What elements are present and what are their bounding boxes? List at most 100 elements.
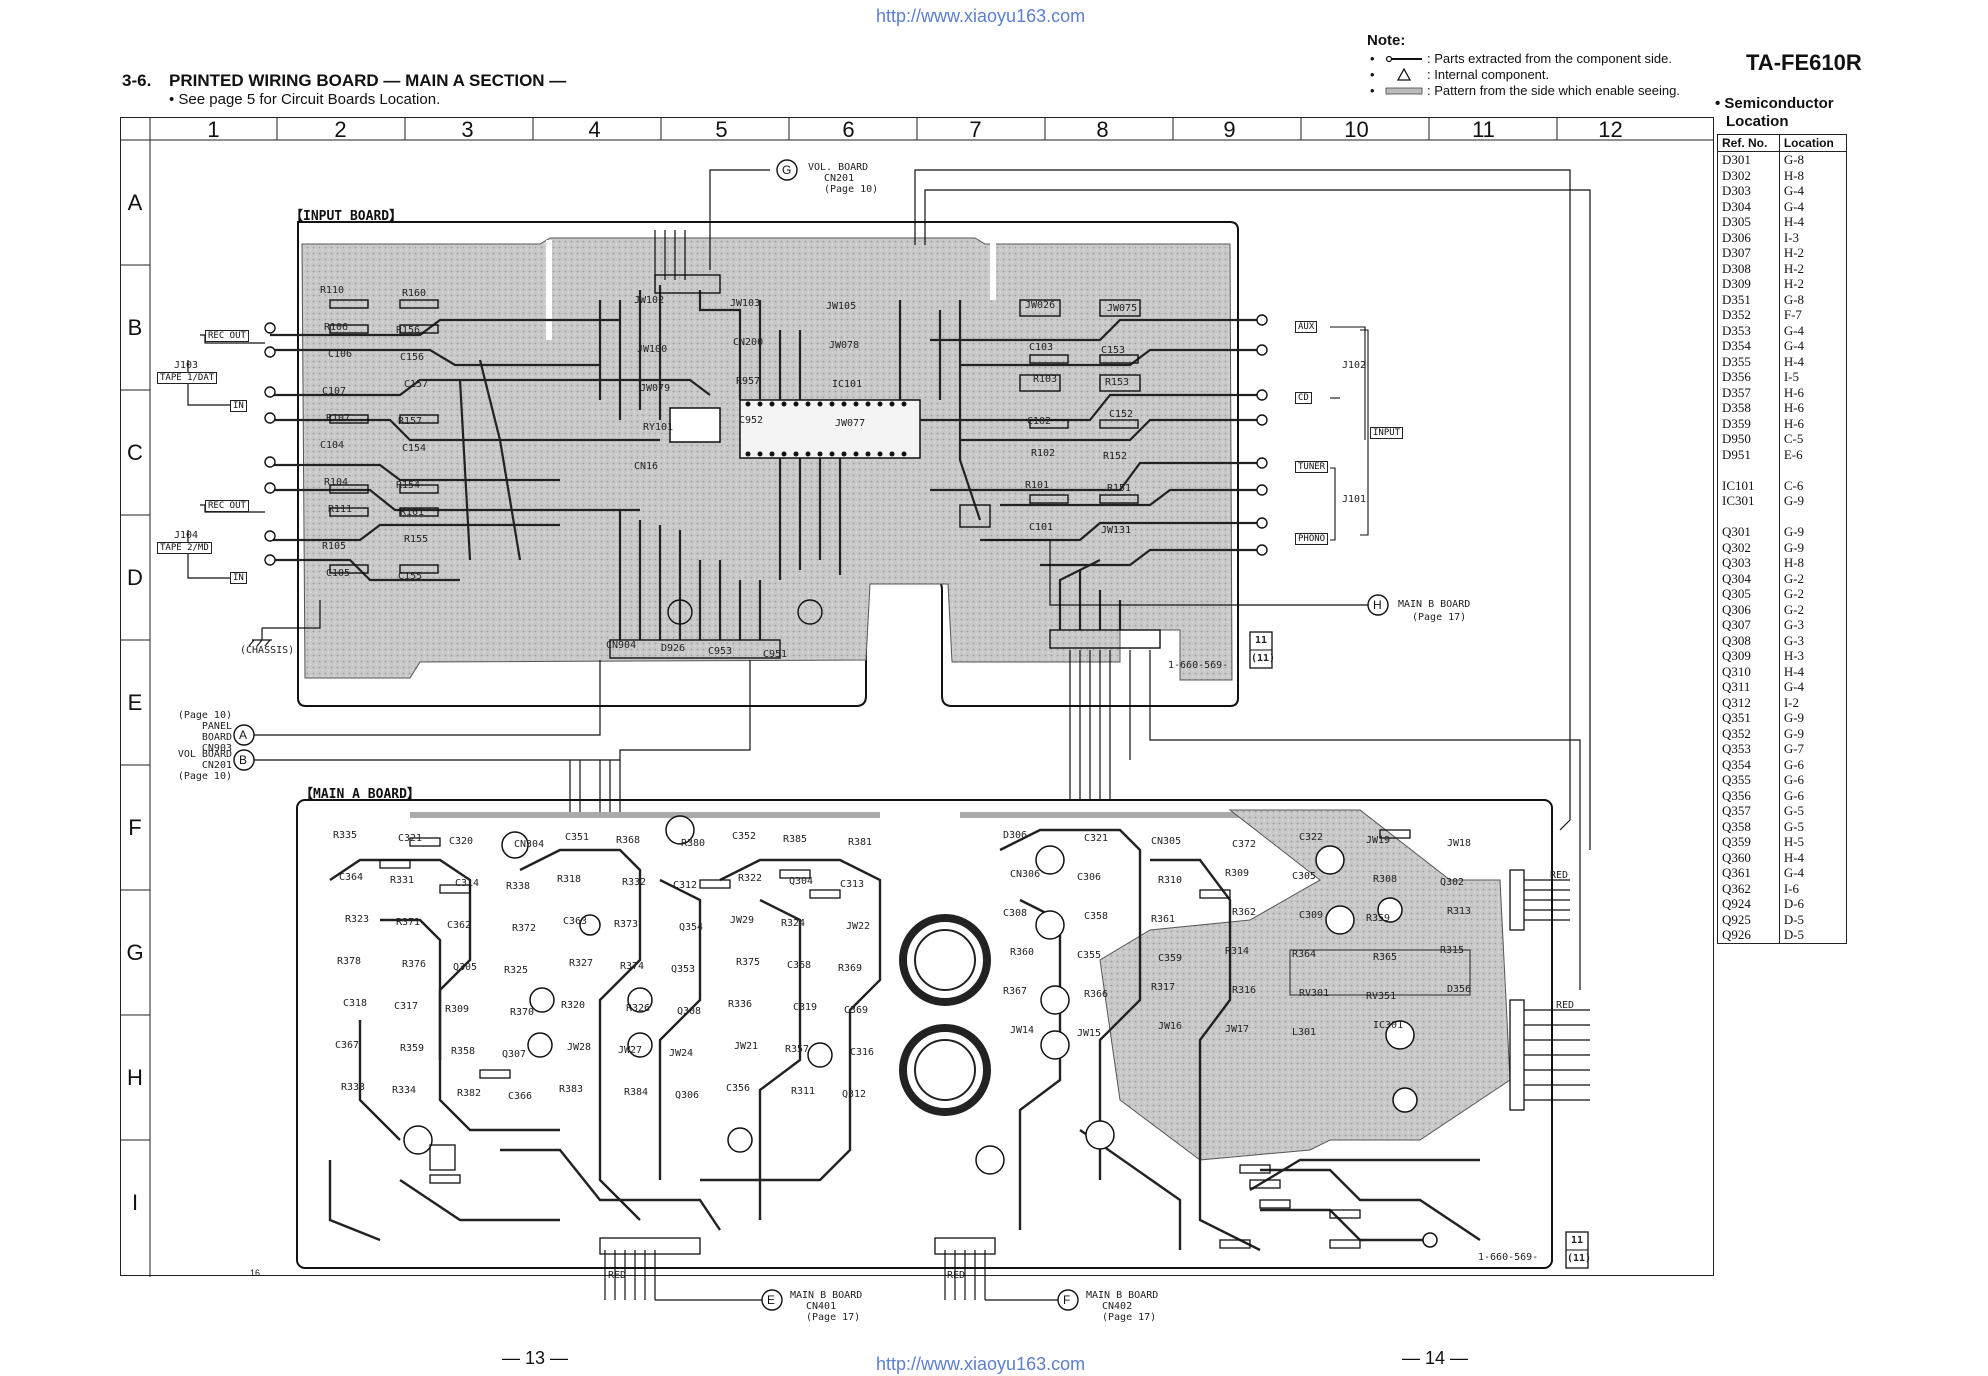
ref-cell: D305 — [1722, 214, 1751, 229]
tape2-label: TAPE 2/MD — [157, 542, 212, 554]
ref-cell: Q359 — [1722, 834, 1751, 849]
location-cell: H-4 — [1778, 849, 1847, 865]
pcb-part-label: R315 — [1440, 945, 1465, 956]
pcb-part-label: JW075 — [1107, 303, 1138, 314]
input-badge-bottom: (11) — [1251, 653, 1276, 664]
pcb-part-label: R378 — [337, 956, 362, 967]
pcb-part-label: JW16 — [1158, 1021, 1183, 1032]
pcb-part-label: C309 — [1299, 910, 1324, 921]
location-cell: G-2 — [1778, 570, 1847, 586]
pcb-part-label: R383 — [559, 1084, 584, 1095]
ref-cell: Q924 — [1722, 896, 1751, 911]
pcb-part-label: R357 — [785, 1044, 810, 1055]
pcb-part-label: R153 — [1105, 377, 1130, 388]
ref-cell: IC301 — [1722, 493, 1755, 508]
input-board-id: 1-660-569- — [1168, 660, 1229, 671]
location-cell: H-8 — [1778, 167, 1847, 183]
pcb-part-label: IC101 — [832, 379, 863, 390]
ref-cell: D307 — [1722, 245, 1751, 260]
location-cell: D-6 — [1778, 896, 1847, 912]
location-cell: D-5 — [1778, 927, 1847, 943]
ref-cell: D354 — [1722, 338, 1751, 353]
pcb-part-label: C317 — [394, 1001, 419, 1012]
connector-a-circle — [233, 724, 255, 746]
ref-cell: Q358 — [1722, 818, 1751, 834]
pcb-part-label: R313 — [1447, 906, 1472, 917]
pcb-part-label: R334 — [392, 1085, 417, 1096]
pcb-part-label: JW100 — [637, 344, 668, 355]
location-cell: H-4 — [1778, 663, 1847, 679]
location-cell: I-5 — [1778, 369, 1847, 385]
pcb-part-label: R381 — [848, 837, 873, 848]
pcb-part-label: R359 — [400, 1043, 425, 1054]
location-cell: C-5 — [1778, 431, 1847, 447]
location-cell: G-9 — [1778, 524, 1847, 540]
ref-cell: IC101 — [1722, 477, 1755, 493]
pcb-part-label: C102 — [1027, 416, 1052, 427]
grid-col-8: 8 — [1096, 117, 1109, 142]
ref-cell: D358 — [1722, 400, 1751, 415]
pcb-part-label: R327 — [569, 958, 594, 969]
pcb-part-label: R338 — [506, 881, 531, 892]
pcb-part-label: JW28 — [567, 1042, 592, 1053]
ref-cell: Q302 — [1722, 539, 1751, 555]
ref-cell: Q308 — [1722, 632, 1751, 648]
pattern-icon — [1385, 87, 1423, 95]
in-1-label: IN — [230, 400, 247, 412]
pcb-part-label: R335 — [333, 830, 358, 841]
wire-label-red: RED — [608, 1270, 627, 1281]
pcb-part-label: R105 — [322, 541, 347, 552]
grid-col-9: 9 — [1223, 117, 1236, 142]
location-cell: G-3 — [1778, 632, 1847, 648]
location-cell: G-6 — [1778, 772, 1847, 788]
pcb-part-label: JW21 — [734, 1041, 759, 1052]
pcb-part-label: IC301 — [1373, 1020, 1404, 1031]
pcb-part-label: C356 — [726, 1083, 751, 1094]
pcb-part-label: R160 — [402, 288, 427, 299]
connector-h-label: MAIN B BOARD(Page 17) — [1398, 599, 1471, 623]
location-cell: G-7 — [1778, 741, 1847, 757]
pcb-part-label: R309 — [445, 1004, 470, 1015]
j104-label: J104 — [174, 530, 199, 541]
grid-col-5: 5 — [715, 117, 728, 142]
pcb-part-label: C321 — [398, 833, 423, 844]
pcb-part-label: D926 — [661, 643, 686, 654]
pcb-part-label: C104 — [320, 440, 345, 451]
pcb-part-label: R366 — [1084, 989, 1109, 1000]
pcb-part-label: C366 — [508, 1091, 533, 1102]
location-cell: G-4 — [1778, 865, 1847, 881]
pcb-part-label: JW17 — [1225, 1024, 1250, 1035]
pcb-part-label: R367 — [1003, 986, 1028, 997]
grid-col-10: 10 — [1344, 117, 1369, 142]
pcb-part-label: R359 — [1366, 913, 1391, 924]
pcb-part-label: R370 — [510, 1007, 535, 1018]
grid-col-2: 2 — [334, 117, 347, 142]
location-cell: G-6 — [1778, 756, 1847, 772]
pcb-part-label: CN306 — [1010, 869, 1041, 880]
connector-g-letter: G — [782, 163, 792, 177]
ref-cell: Q309 — [1722, 648, 1751, 663]
pcb-part-label: R336 — [728, 999, 753, 1010]
ref-cell: D351 — [1722, 291, 1751, 307]
grid-col-11: 11 — [1472, 117, 1495, 142]
location-cell: G-2 — [1778, 601, 1847, 617]
table-row: Q924 D-6 — [1718, 896, 1847, 912]
location-cell: G-5 — [1778, 818, 1847, 834]
grid-row-e: E — [127, 690, 143, 715]
input-board-copper — [301, 237, 1233, 681]
pcb-part-label: D356 — [1447, 984, 1472, 995]
location-cell: H-2 — [1778, 245, 1847, 261]
location-cell: I-2 — [1778, 694, 1847, 710]
